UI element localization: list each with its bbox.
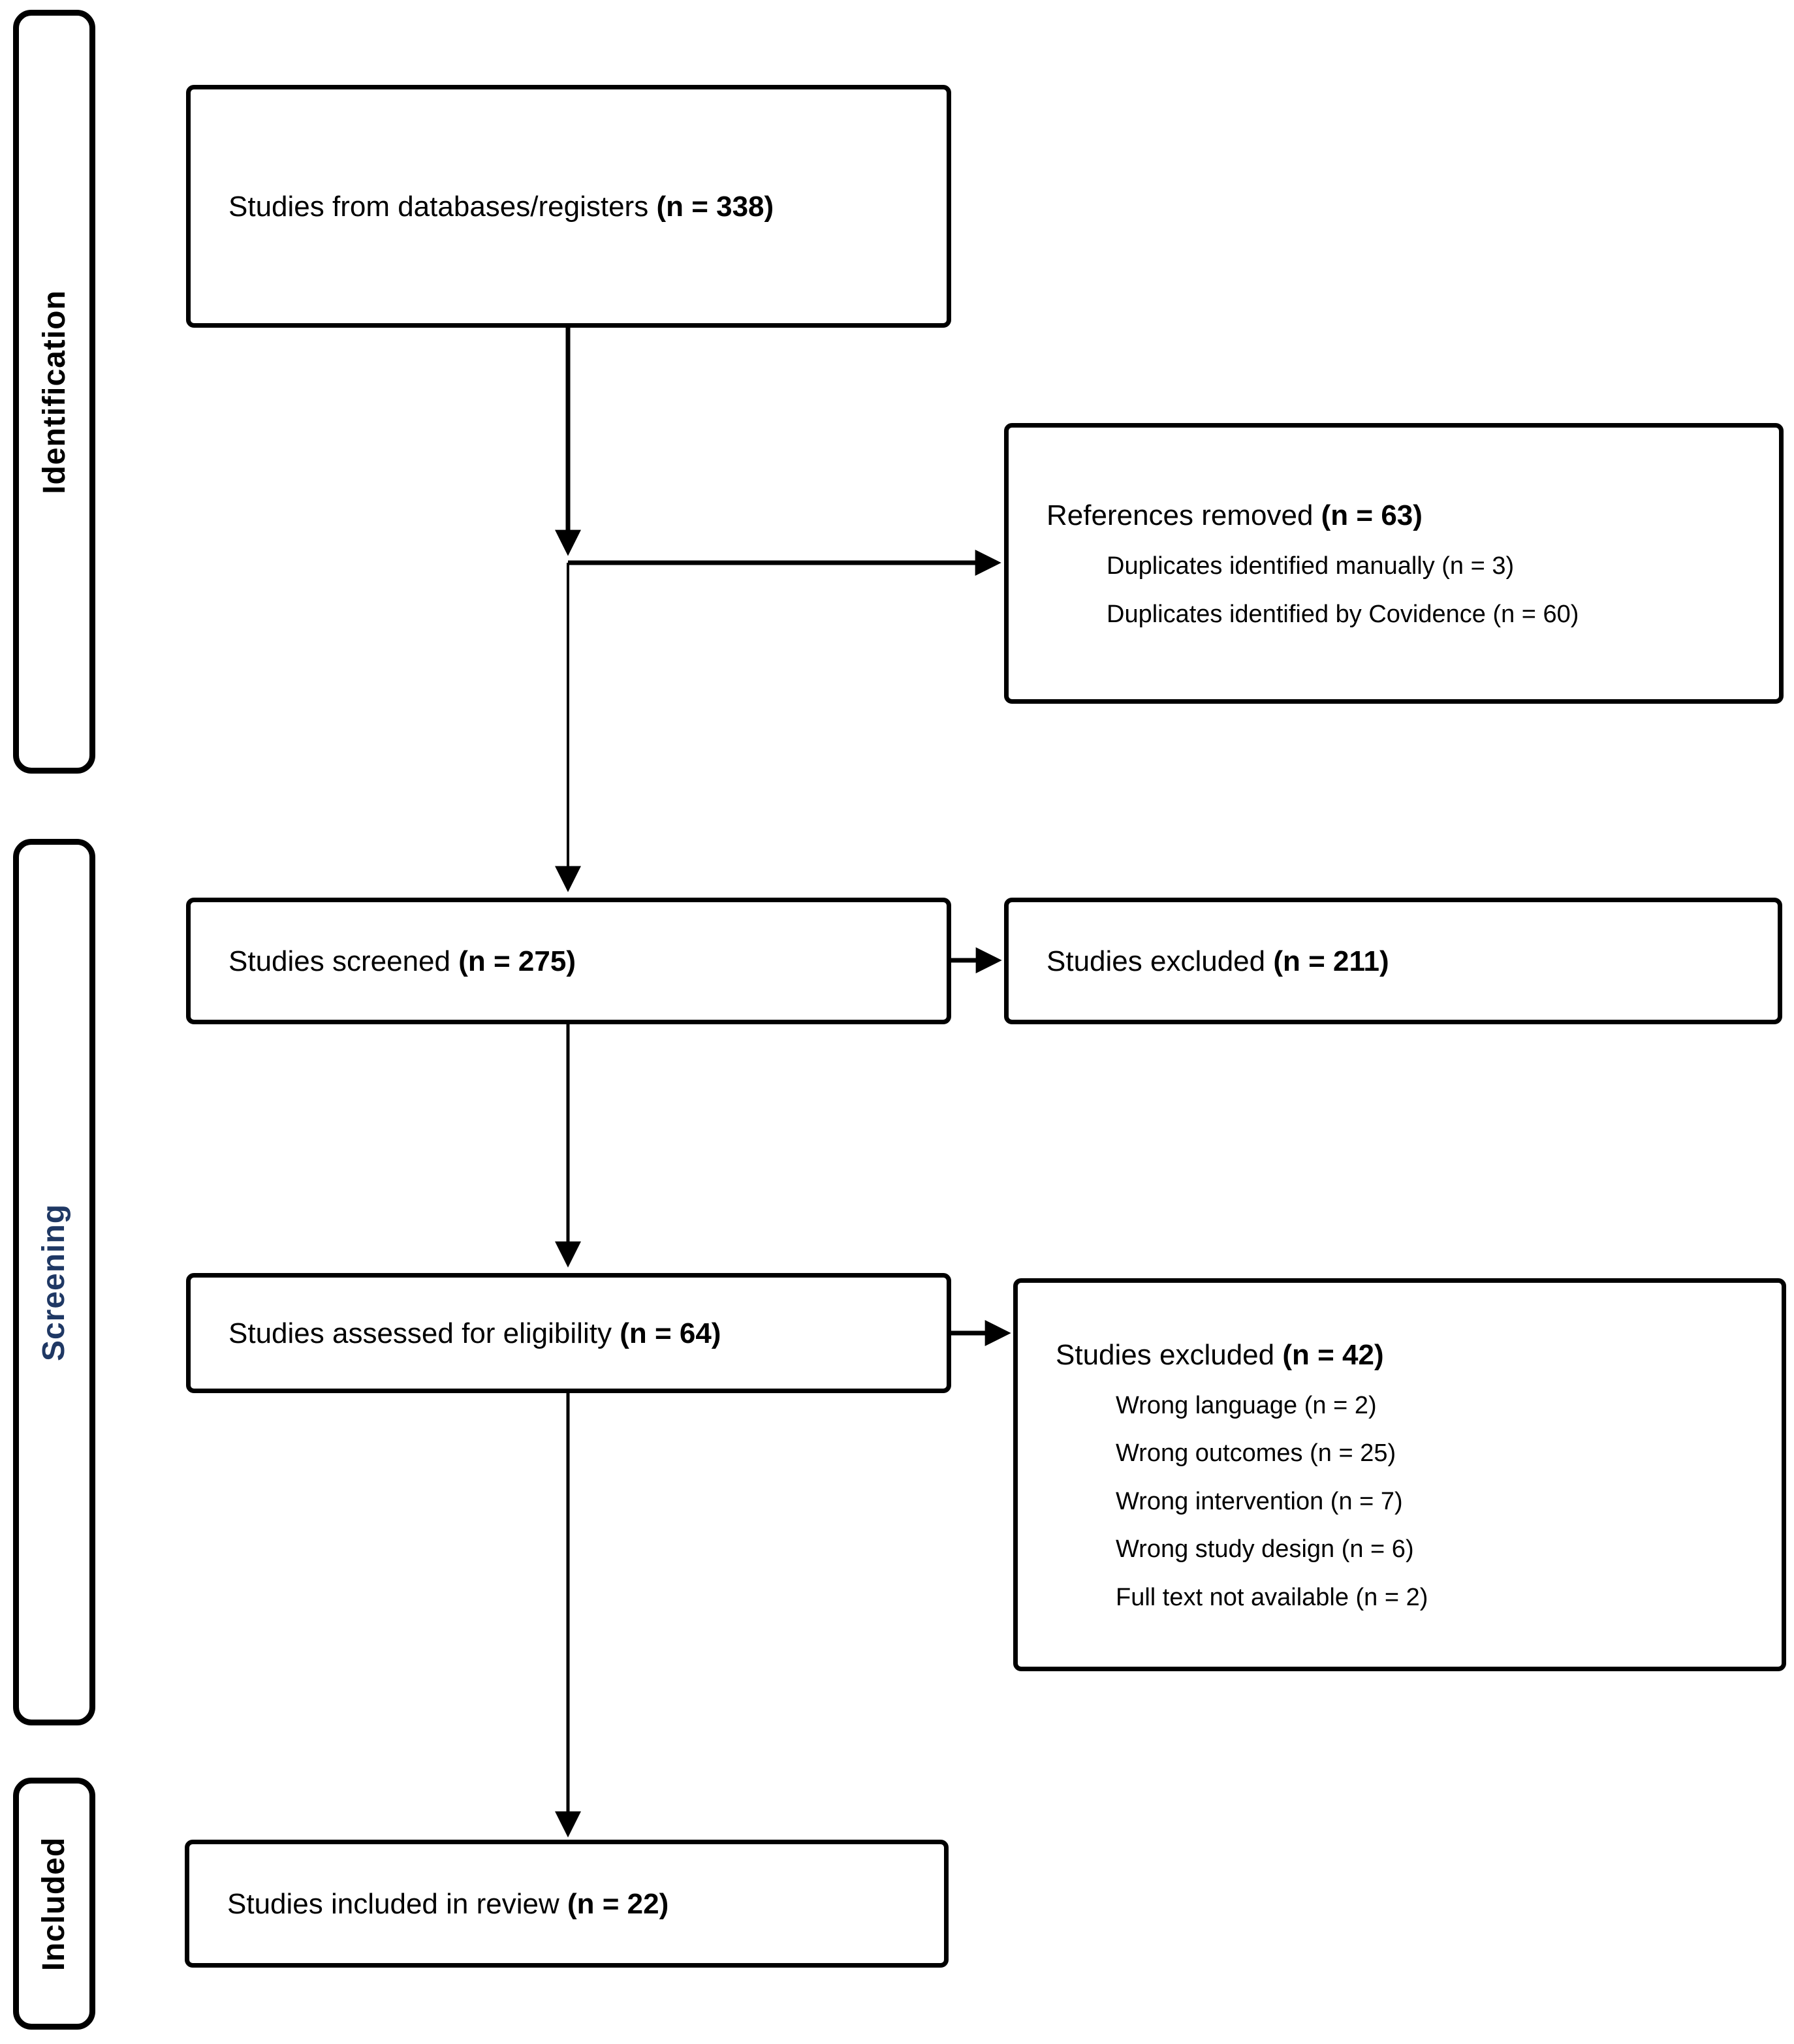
exclusion-reason: Wrong study design (n = 6): [1116, 1535, 1414, 1564]
box-studies-included: Studies included in review (n = 22): [185, 1840, 949, 1968]
box-text: Studies screened (n = 275): [228, 945, 576, 977]
exclusion-reason: Duplicates identified by Covidence (n = …: [1107, 600, 1579, 628]
stage-screening: Screening: [13, 839, 95, 1725]
exclusion-reason: Duplicates identified manually (n = 3): [1107, 552, 1515, 580]
box-text: Studies excluded (n = 211): [1046, 945, 1389, 977]
stage-label-identification: Identification: [37, 289, 72, 494]
box-studies-assessed: Studies assessed for eligibility (n = 64…: [186, 1273, 951, 1393]
box-text: Studies assessed for eligibility (n = 64…: [228, 1317, 721, 1349]
box-text: Studies from databases/registers (n = 33…: [228, 190, 774, 223]
exclusion-reason: Wrong intervention (n = 7): [1116, 1487, 1403, 1515]
stage-included: Included: [13, 1778, 95, 2030]
stage-identification: Identification: [13, 10, 95, 774]
box-references-removed: References removed (n = 63) Duplicates i…: [1004, 423, 1784, 704]
box-studies-excluded-eligibility: Studies excluded (n = 42) Wrong language…: [1013, 1278, 1786, 1671]
box-text: Studies excluded (n = 42): [1056, 1338, 1384, 1371]
exclusion-reason: Wrong outcomes (n = 25): [1116, 1439, 1396, 1468]
box-text: References removed (n = 63): [1046, 499, 1423, 531]
box-studies-excluded-screening: Studies excluded (n = 211): [1004, 898, 1782, 1024]
box-text: Studies included in review (n = 22): [227, 1887, 669, 1920]
exclusion-reason: Wrong language (n = 2): [1116, 1391, 1377, 1419]
exclusion-reason: Full text not available (n = 2): [1116, 1583, 1428, 1611]
stage-label-screening: Screening: [37, 1203, 72, 1361]
box-studies-screened: Studies screened (n = 275): [186, 898, 951, 1024]
box-studies-from-databases: Studies from databases/registers (n = 33…: [186, 85, 951, 328]
stage-label-included: Included: [37, 1836, 72, 1971]
